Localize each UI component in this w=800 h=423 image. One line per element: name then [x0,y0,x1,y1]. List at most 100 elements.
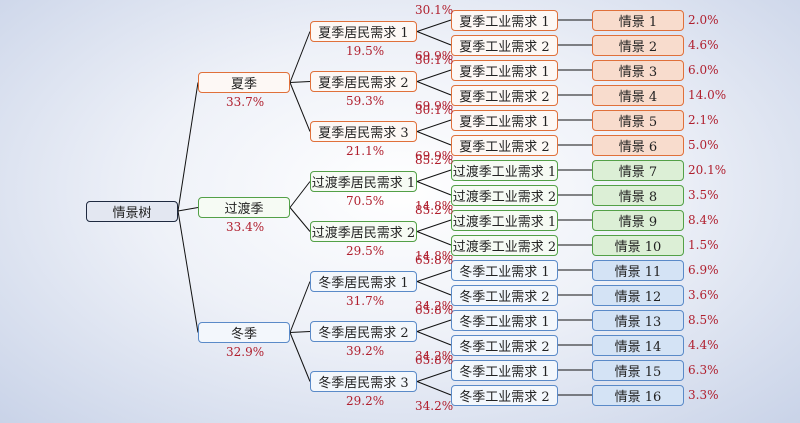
scenario-node: 情景 5 [592,109,684,131]
industry-demand-node: 夏季工业需求 1 [451,59,558,81]
season-to-resident-line [289,81,311,83]
industry-demand-node: 夏季工业需求 2 [451,34,558,56]
resident-to-industry-line [416,281,452,296]
industry-demand-node: 过渡季工业需求 1 [451,209,558,231]
industry-branch-prob: 30.1% [415,53,454,67]
resident-demand-node: 过渡季居民需求 1 [310,171,417,192]
season-node: 夏季 [198,72,290,93]
scenario-prob: 3.5% [688,188,719,202]
scenario-node: 情景 8 [592,184,684,206]
industry-branch-prob: 65.8% [415,353,454,367]
scenario-prob: 6.3% [688,363,719,377]
industry-demand-node: 夏季工业需求 1 [451,109,558,131]
resident-to-industry-line [416,331,452,346]
resident-demand-node: 夏季居民需求 2 [310,71,417,92]
scenario-node: 情景 1 [592,9,684,31]
resident-branch-prob: 70.5% [346,193,385,208]
root-node: 情景树 [86,200,178,222]
industry-branch-prob: 34.2% [415,349,454,363]
scenario-node: 情景 13 [592,309,684,331]
scenario-node: 情景 16 [592,384,684,406]
industry-demand-node: 冬季工业需求 1 [451,259,558,281]
industry-branch-prob: 69.9% [415,99,454,113]
resident-to-industry-line [416,381,452,396]
resident-branch-prob: 59.3% [346,93,385,108]
industry-demand-node: 夏季工业需求 1 [451,9,558,31]
season-to-resident-line [289,31,311,83]
industry-demand-node: 冬季工业需求 2 [451,334,558,356]
scenario-node: 情景 2 [592,34,684,56]
resident-branch-prob: 31.7% [346,293,385,308]
industry-demand-node: 夏季工业需求 2 [451,134,558,156]
resident-to-industry-line [416,169,452,182]
industry-demand-node: 冬季工业需求 2 [451,384,558,406]
industry-branch-prob: 14.8% [415,249,454,263]
industry-demand-node: 过渡季工业需求 1 [451,159,558,181]
industry-demand-node: 过渡季工业需求 2 [451,234,558,256]
resident-to-industry-line [416,231,452,246]
resident-branch-prob: 19.5% [346,43,385,58]
resident-to-industry-line [416,219,452,232]
resident-branch-prob: 21.1% [346,143,385,158]
resident-to-industry-line [416,181,452,196]
season-to-resident-line [289,331,311,333]
root-to-season-line [177,82,199,212]
resident-to-industry-line [416,131,452,146]
season-branch-prob: 33.7% [226,94,265,109]
scenario-prob: 4.6% [688,38,719,52]
scenario-prob: 3.3% [688,388,719,402]
resident-demand-node: 夏季居民需求 1 [310,21,417,42]
scenario-prob: 4.4% [688,338,719,352]
resident-demand-node: 夏季居民需求 3 [310,121,417,142]
scenario-prob: 6.9% [688,263,719,277]
scenario-node: 情景 14 [592,334,684,356]
scenario-node: 情景 3 [592,59,684,81]
industry-branch-prob: 34.2% [415,399,454,413]
scenario-node: 情景 10 [592,234,684,256]
season-to-resident-line [289,281,311,333]
resident-to-industry-line [416,369,452,382]
industry-branch-prob: 30.1% [415,103,454,117]
resident-to-industry-line [416,19,452,32]
season-to-resident-line [289,181,311,208]
scenario-node: 情景 15 [592,359,684,381]
season-to-resident-line [289,207,311,232]
industry-demand-node: 冬季工业需求 1 [451,309,558,331]
scenario-prob: 20.1% [688,163,727,177]
season-branch-prob: 33.4% [226,219,265,234]
resident-to-industry-line [416,31,452,46]
season-node: 过渡季 [198,197,290,218]
scenario-prob: 3.6% [688,288,719,302]
scenario-prob: 2.0% [688,13,719,27]
scenario-prob: 8.4% [688,213,719,227]
resident-to-industry-line [416,269,452,282]
industry-branch-prob: 34.2% [415,299,454,313]
resident-to-industry-line [416,319,452,332]
scenario-node: 情景 12 [592,284,684,306]
industry-branch-prob: 14.8% [415,199,454,213]
resident-demand-node: 冬季居民需求 1 [310,271,417,292]
industry-branch-prob: 85.2% [415,153,454,167]
resident-to-industry-line [416,81,452,96]
season-to-resident-line [289,332,311,382]
scenario-node: 情景 7 [592,159,684,181]
resident-demand-node: 过渡季居民需求 2 [310,221,417,242]
scenario-prob: 14.0% [688,88,727,102]
industry-demand-node: 冬季工业需求 1 [451,359,558,381]
industry-branch-prob: 30.1% [415,3,454,17]
season-node: 冬季 [198,322,290,343]
scenario-node: 情景 9 [592,209,684,231]
industry-branch-prob: 65.8% [415,303,454,317]
resident-to-industry-line [416,119,452,132]
industry-branch-prob: 65.8% [415,253,454,267]
resident-demand-node: 冬季居民需求 2 [310,321,417,342]
season-to-resident-line [289,82,311,132]
root-to-season-line [177,210,199,333]
scenario-prob: 8.5% [688,313,719,327]
industry-branch-prob: 85.2% [415,203,454,217]
resident-to-industry-line [416,69,452,82]
root-to-season-line [177,207,199,212]
scenario-prob: 5.0% [688,138,719,152]
industry-demand-node: 过渡季工业需求 2 [451,184,558,206]
